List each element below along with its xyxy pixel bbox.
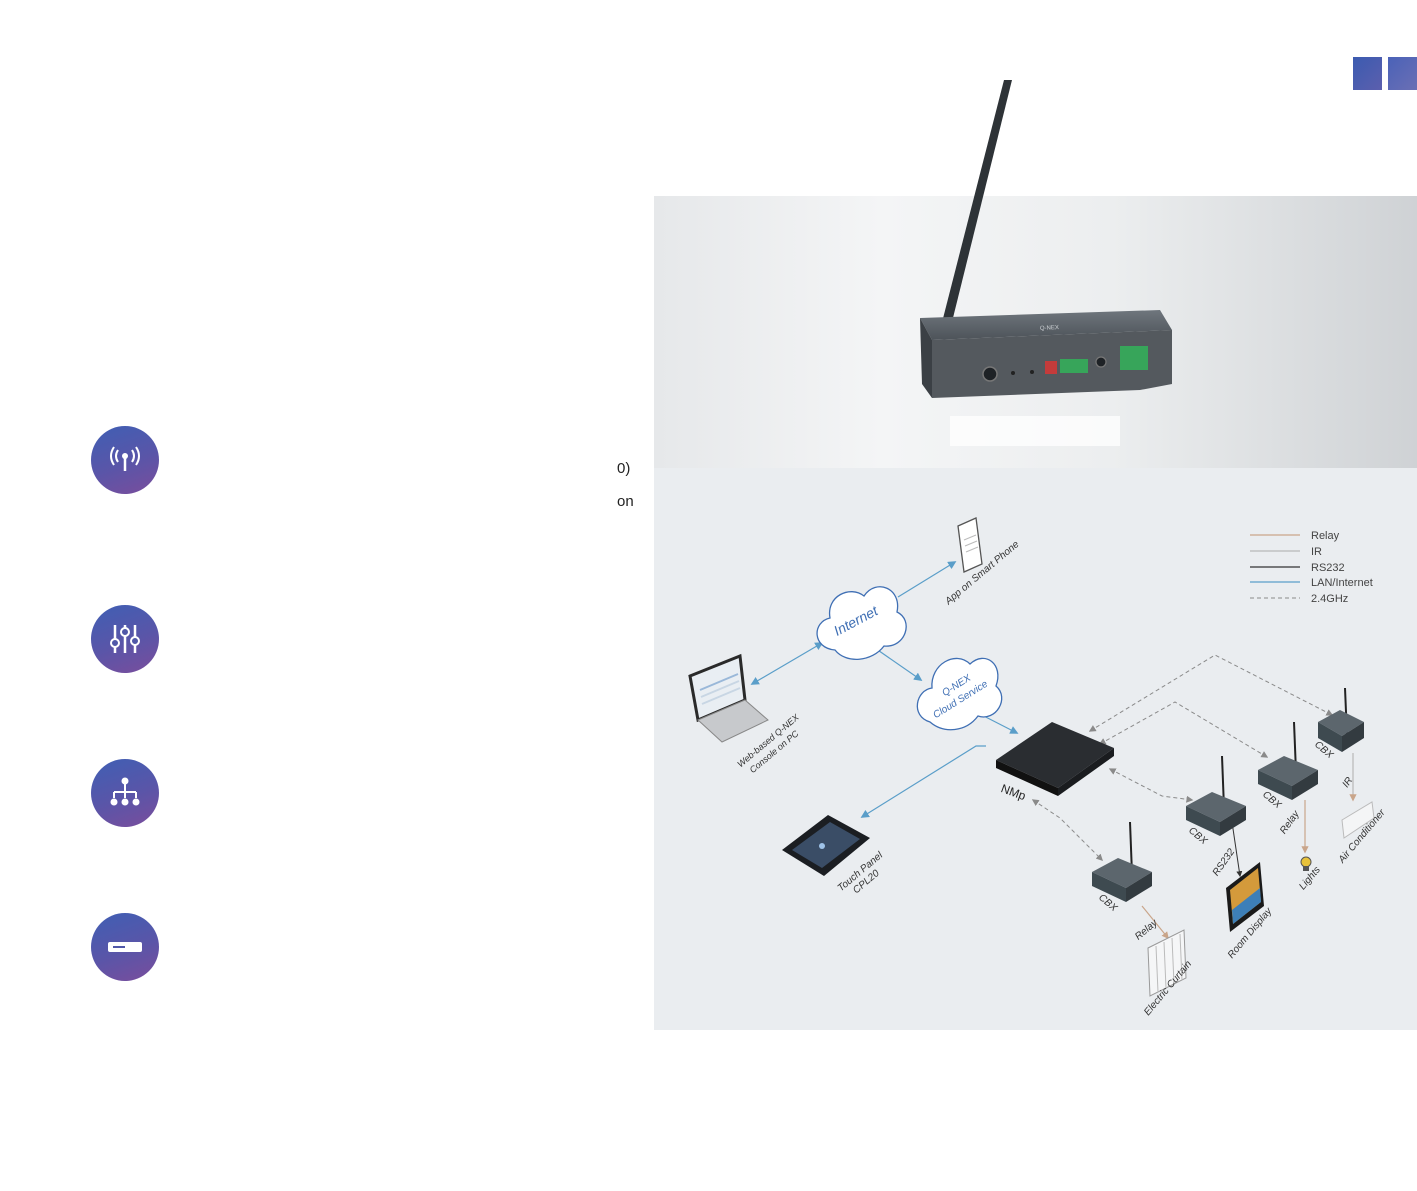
nmp-label: NMp: [999, 781, 1028, 803]
air-conditioner: Air Conditioner: [1336, 801, 1388, 866]
legend-relay: Relay: [1311, 530, 1340, 542]
svg-text:Q-NEX: Q-NEX: [1040, 325, 1059, 332]
sliders-icon: [91, 605, 159, 673]
cut-off-text: on: [617, 493, 634, 510]
cut-off-text: 0): [617, 460, 631, 477]
touch-panel: Touch Panel CPL20: [782, 815, 886, 896]
legend-wireless: 2.4GHz: [1311, 593, 1348, 605]
phone-label: App on Smart Phone: [943, 539, 1022, 608]
cbx-unit: CBX Relay: [1092, 821, 1160, 943]
antenna-icon: [91, 426, 159, 494]
legend-lan: LAN/Internet: [1311, 577, 1373, 589]
relay-label: Relay: [1278, 808, 1302, 836]
corner-square: [1353, 57, 1382, 90]
room-display: Room Display: [1226, 862, 1275, 961]
legend-rs232: RS232: [1311, 562, 1345, 574]
nmp-device: NMp: [996, 722, 1114, 803]
hierarchy-icon: [91, 759, 159, 827]
router-product: Q-NEX: [920, 80, 1172, 446]
electric-curtain: Electric Curtain: [1142, 929, 1194, 1018]
cbx-unit: CBX RS232: [1186, 755, 1246, 879]
corner-square: [1388, 57, 1417, 90]
lights: Lights: [1297, 856, 1323, 893]
cbx-unit: CBX Relay: [1258, 721, 1318, 836]
cloud-service: Q-NEX Cloud Service: [916, 657, 1003, 731]
laptop: Web-based Q-NEX Console on PC: [688, 653, 801, 775]
legend-ir: IR: [1311, 546, 1322, 558]
internet-cloud: Internet: [816, 586, 907, 660]
legend: Relay IR RS232 LAN/Internet 2.4GHz: [1250, 530, 1373, 605]
relay-label: Relay: [1133, 917, 1160, 943]
lights-label: Lights: [1297, 865, 1323, 893]
device-icon: [91, 913, 159, 981]
rs232-label: RS232: [1211, 847, 1238, 879]
cbx-unit: CBX IR: [1312, 687, 1364, 790]
